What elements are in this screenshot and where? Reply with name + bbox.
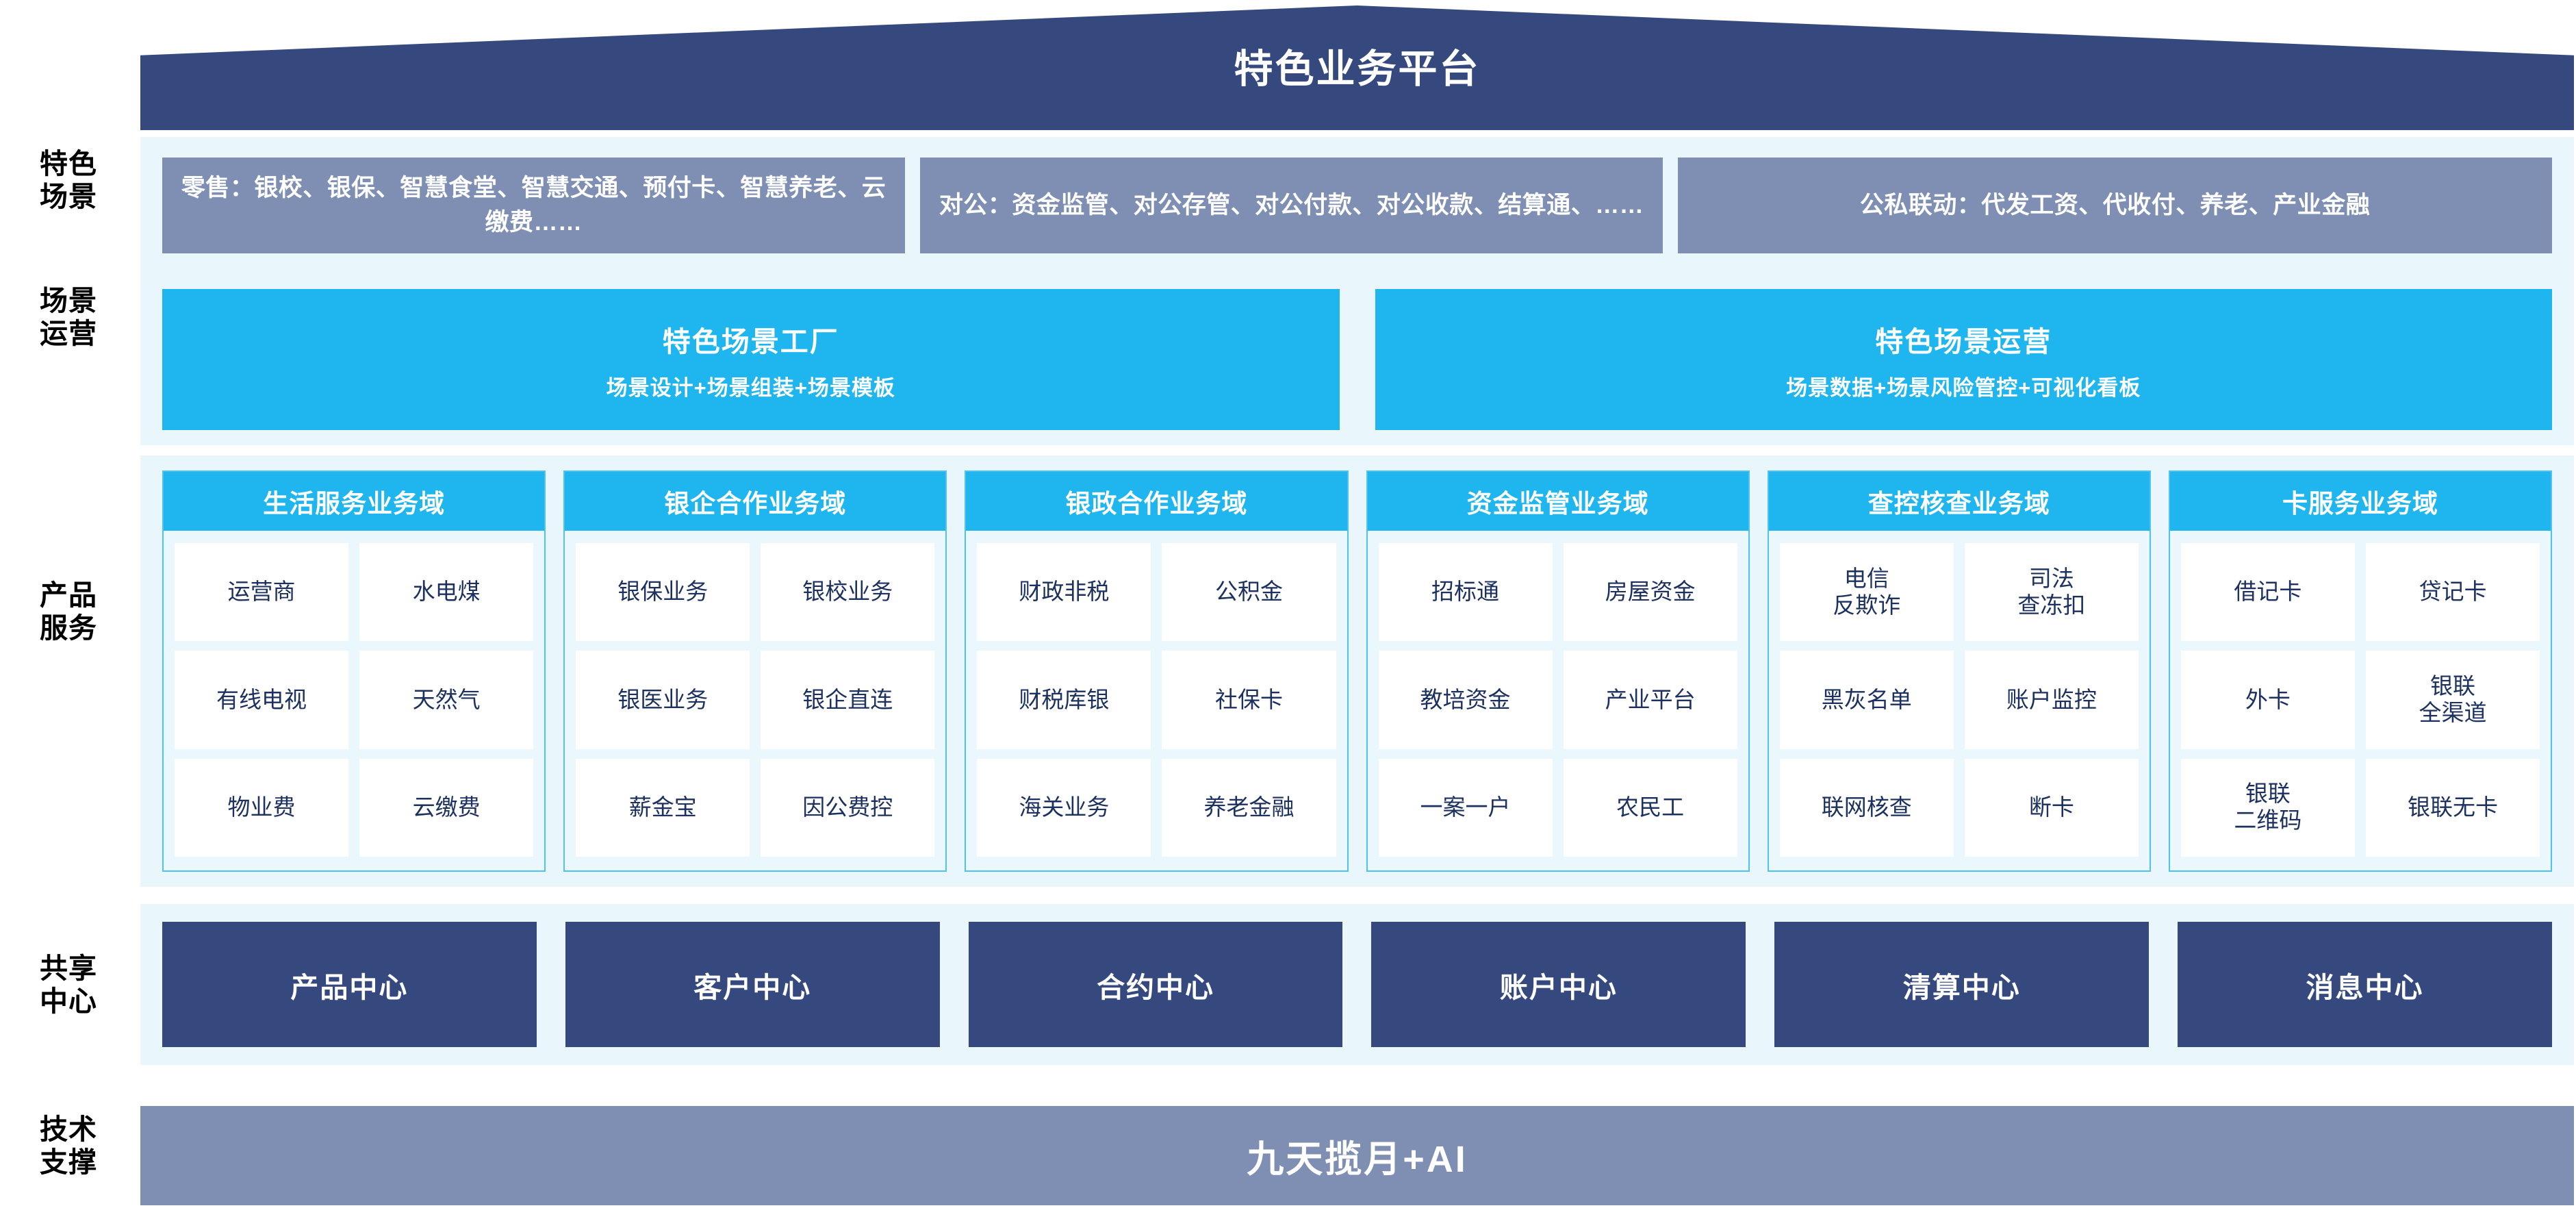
domain-item[interactable]: 养老金融: [1162, 758, 1336, 857]
domain-item[interactable]: 电信 反欺诈: [1779, 543, 1954, 642]
domain-item[interactable]: 社保卡: [1162, 651, 1336, 749]
ops-subtitle: 场景数据+场景风险管控+可视化看板: [1786, 375, 2141, 400]
scenes-band: 零售：银校、银保、智慧食堂、智慧交通、预付卡、智慧养老、云缴费…… 对公：资金监…: [140, 137, 2574, 274]
ops-subtitle: 场景设计+场景组装+场景模板: [606, 375, 895, 400]
domain-item[interactable]: 天然气: [359, 651, 534, 749]
row-label-scenes: 特色 场景: [40, 148, 97, 213]
center-card-clearing[interactable]: 清算中心: [1774, 922, 2150, 1047]
center-card-product[interactable]: 产品中心: [162, 922, 537, 1047]
ops-card-scene-operation[interactable]: 特色场景运营 场景数据+场景风险管控+可视化看板: [1375, 289, 2552, 430]
domain-item[interactable]: 财政非税: [977, 543, 1151, 642]
scene-card-corporate[interactable]: 对公：资金监管、对公存管、对公付款、对公收款、结算通、……: [920, 158, 1663, 253]
operations-row: 特色场景工厂 场景设计+场景组装+场景模板 特色场景运营 场景数据+场景风险管控…: [140, 289, 2574, 430]
domain-items: 银保业务 银校业务 银医业务 银企直连 薪金宝 因公费控: [565, 531, 945, 870]
domain-item[interactable]: 一案一户: [1378, 758, 1553, 857]
domain-item[interactable]: 银联 二维码: [2180, 758, 2355, 857]
domain-item[interactable]: 银保业务: [576, 543, 750, 642]
domain-title: 资金监管业务域: [1367, 472, 1748, 531]
scene-card-retail[interactable]: 零售：银校、银保、智慧食堂、智慧交通、预付卡、智慧养老、云缴费……: [162, 158, 905, 253]
domain-item[interactable]: 海关业务: [977, 758, 1151, 857]
tech-support-bar[interactable]: 九天揽月+AI: [140, 1106, 2574, 1205]
platform-roof: 特色业务平台: [140, 5, 2574, 130]
domain-title: 生活服务业务域: [164, 472, 545, 531]
shared-centers-band: 产品中心 客户中心 合约中心 账户中心 清算中心 消息中心: [140, 904, 2574, 1065]
ops-title: 特色场景工厂: [662, 325, 839, 357]
row-label-centers: 共享 中心: [40, 953, 97, 1018]
domain-title: 卡服务业务域: [2169, 472, 2551, 531]
domain-column-card-service[interactable]: 卡服务业务域 借记卡 贷记卡 外卡 银联 全渠道 银联 二维码 银联无卡: [2168, 470, 2553, 872]
scenes-row: 零售：银校、银保、智慧食堂、智慧交通、预付卡、智慧养老、云缴费…… 对公：资金监…: [140, 158, 2574, 253]
domain-item[interactable]: 有线电视: [175, 651, 349, 749]
ops-title: 特色场景运营: [1875, 325, 2052, 357]
domain-column-life-service[interactable]: 生活服务业务域 运营商 水电煤 有线电视 天然气 物业费 云缴费: [162, 470, 546, 872]
domain-item[interactable]: 贷记卡: [2365, 543, 2540, 642]
domain-item[interactable]: 黑灰名单: [1779, 651, 1954, 749]
domain-item[interactable]: 农民工: [1563, 758, 1737, 857]
operations-band: 特色场景工厂 场景设计+场景组装+场景模板 特色场景运营 场景数据+场景风险管控…: [140, 274, 2574, 445]
shared-centers-row: 产品中心 客户中心 合约中心 账户中心 清算中心 消息中心: [140, 922, 2574, 1047]
domain-item[interactable]: 物业费: [175, 758, 349, 857]
row-label-operations: 场景 运营: [40, 285, 97, 350]
center-card-message[interactable]: 消息中心: [2178, 922, 2552, 1047]
center-card-account[interactable]: 账户中心: [1371, 922, 1746, 1047]
domain-item[interactable]: 教培资金: [1378, 651, 1553, 749]
domain-item[interactable]: 招标通: [1378, 543, 1553, 642]
row-label-tech: 技术 支撑: [40, 1114, 97, 1179]
domain-column-bank-enterprise[interactable]: 银企合作业务域 银保业务 银校业务 银医业务 银企直连 薪金宝 因公费控: [563, 470, 947, 872]
domain-item[interactable]: 联网核查: [1779, 758, 1954, 857]
center-card-customer[interactable]: 客户中心: [565, 922, 940, 1047]
domain-item[interactable]: 银企直连: [761, 651, 935, 749]
domain-item[interactable]: 水电煤: [359, 543, 534, 642]
domain-column-bank-government[interactable]: 银政合作业务域 财政非税 公积金 财税库银 社保卡 海关业务 养老金融: [965, 470, 1349, 872]
domain-items: 招标通 房屋资金 教培资金 产业平台 一案一户 农民工: [1368, 531, 1748, 870]
domain-title: 查控核查业务域: [1768, 472, 2150, 531]
domain-items: 财政非税 公积金 财税库银 社保卡 海关业务 养老金融: [966, 531, 1347, 870]
domain-column-fund-supervision[interactable]: 资金监管业务域 招标通 房屋资金 教培资金 产业平台 一案一户 农民工: [1366, 470, 1750, 872]
scene-card-public-private[interactable]: 公私联动：代发工资、代收付、养老、产业金融: [1678, 158, 2552, 253]
domain-column-investigation[interactable]: 查控核查业务域 电信 反欺诈 司法 查冻扣 黑灰名单 账户监控 联网核查 断卡: [1767, 470, 2151, 872]
domain-item[interactable]: 产业平台: [1563, 651, 1737, 749]
domain-item[interactable]: 借记卡: [2180, 543, 2355, 642]
domain-items: 电信 反欺诈 司法 查冻扣 黑灰名单 账户监控 联网核查 断卡: [1769, 531, 2150, 870]
domain-item[interactable]: 因公费控: [761, 758, 935, 857]
domain-items: 借记卡 贷记卡 外卡 银联 全渠道 银联 二维码 银联无卡: [2170, 531, 2551, 870]
domain-item[interactable]: 薪金宝: [576, 758, 750, 857]
domain-items: 运营商 水电煤 有线电视 天然气 物业费 云缴费: [164, 531, 544, 870]
center-card-contract[interactable]: 合约中心: [968, 922, 1343, 1047]
domain-item[interactable]: 断卡: [1964, 758, 2139, 857]
domain-item[interactable]: 运营商: [175, 543, 349, 642]
domain-item[interactable]: 银校业务: [761, 543, 935, 642]
domain-item[interactable]: 司法 查冻扣: [1964, 543, 2139, 642]
domain-item[interactable]: 银联 全渠道: [2365, 651, 2540, 749]
domain-title: 银企合作业务域: [565, 472, 946, 531]
product-domains-row: 生活服务业务域 运营商 水电煤 有线电视 天然气 物业费 云缴费 银企合作业务域…: [140, 470, 2574, 872]
domain-item[interactable]: 外卡: [2180, 651, 2355, 749]
domain-item[interactable]: 财税库银: [977, 651, 1151, 749]
domain-item[interactable]: 银医业务: [576, 651, 750, 749]
row-label-products: 产品 服务: [40, 579, 97, 644]
domain-title: 银政合作业务域: [966, 472, 1347, 531]
domain-item[interactable]: 云缴费: [359, 758, 534, 857]
domain-item[interactable]: 银联无卡: [2365, 758, 2540, 857]
page-title: 特色业务平台: [1234, 47, 1481, 91]
domain-item[interactable]: 公积金: [1162, 543, 1336, 642]
domain-item[interactable]: 房屋资金: [1563, 543, 1737, 642]
product-domains-band: 生活服务业务域 运营商 水电煤 有线电视 天然气 物业费 云缴费 银企合作业务域…: [140, 455, 2574, 887]
domain-item[interactable]: 账户监控: [1964, 651, 2139, 749]
ops-card-scene-factory[interactable]: 特色场景工厂 场景设计+场景组装+场景模板: [162, 289, 1340, 430]
